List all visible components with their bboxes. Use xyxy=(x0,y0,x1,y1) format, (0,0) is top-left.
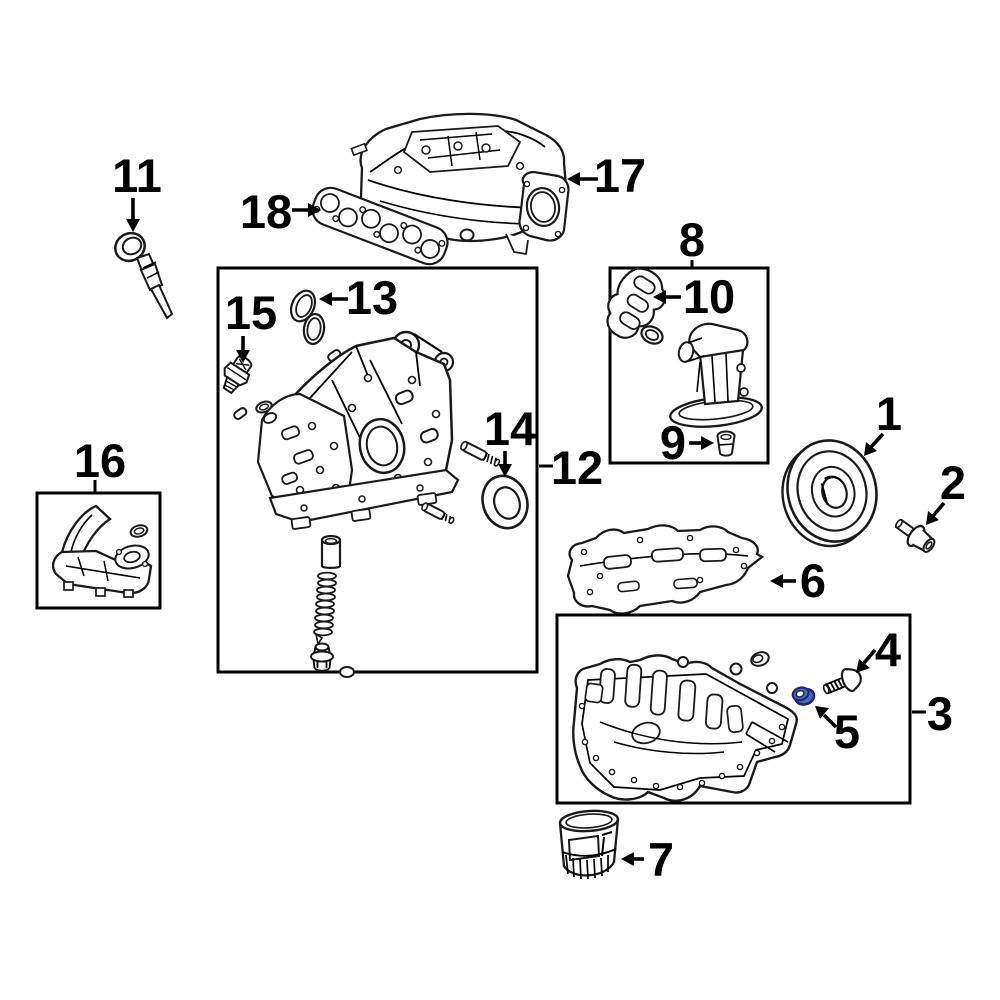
callout-4-arrowhead xyxy=(856,659,870,673)
callout-3-label: 3 xyxy=(927,687,953,740)
callout-15-label: 15 xyxy=(225,286,277,339)
part-6-baffle-plate xyxy=(566,524,765,615)
callout-9-label: 9 xyxy=(660,416,686,469)
callout-18: 18 xyxy=(240,185,321,238)
part-17-intake-manifold xyxy=(350,112,570,256)
part-8-oil-filter-base xyxy=(669,322,763,428)
part-9-drain-plug xyxy=(716,430,736,457)
callout-14-label: 14 xyxy=(484,402,536,455)
callout-5-arrowhead xyxy=(815,706,829,719)
part-12-oil-pump-assembly xyxy=(233,330,460,530)
callout-1-label: 1 xyxy=(876,387,902,440)
callout-5-label: 5 xyxy=(834,705,860,758)
callout-10-label: 10 xyxy=(683,270,735,323)
callout-5: 5 xyxy=(815,705,860,758)
part-stud-upper xyxy=(460,440,501,467)
part-relief-valve-spring xyxy=(313,571,337,647)
callout-1: 1 xyxy=(864,387,902,456)
callout-13-arrowhead xyxy=(319,292,332,306)
callout-11-arrowhead xyxy=(126,219,140,232)
callout-15: 15 xyxy=(225,286,277,363)
group-box-8 xyxy=(608,266,770,465)
callout-8: 8 xyxy=(679,213,705,268)
callout-2: 2 xyxy=(926,456,966,525)
callout-13-label: 13 xyxy=(346,271,398,324)
callout-11-label: 11 xyxy=(112,149,162,202)
part-13-o-ring xyxy=(289,289,326,346)
part-2-pulley-bolt xyxy=(894,518,936,553)
part-3-oil-pan xyxy=(572,654,798,802)
callout-9-arrowhead xyxy=(701,436,714,450)
callout-12-label: 12 xyxy=(551,441,603,494)
part-pan-small-hardware xyxy=(677,651,778,694)
callout-18-arrowhead xyxy=(308,203,321,217)
callout-17-label: 17 xyxy=(594,149,646,202)
callout-4-label: 4 xyxy=(875,623,901,676)
callout-16: 16 xyxy=(74,434,126,492)
callout-7-arrowhead xyxy=(621,852,634,866)
part-10-filter-base-gasket xyxy=(606,267,666,345)
part-18-manifold-gasket xyxy=(311,186,449,266)
callout-4: 4 xyxy=(856,623,901,676)
callout-14: 14 xyxy=(484,402,536,477)
part-stud-lower xyxy=(421,502,455,524)
part-relief-valve-bolt xyxy=(310,642,334,672)
callout-18-label: 18 xyxy=(240,185,292,238)
callout-4-arrow xyxy=(862,648,877,665)
callout-14-arrowhead xyxy=(498,464,512,477)
part-5-drain-plug-gasket-highlighted xyxy=(791,686,816,706)
callout-12: 12 xyxy=(539,441,603,494)
callout-16-label: 16 xyxy=(74,434,126,487)
callout-15-arrowhead xyxy=(236,350,250,363)
callout-6-arrowhead xyxy=(770,574,783,588)
callout-3: 3 xyxy=(912,687,953,740)
callout-9: 9 xyxy=(660,416,714,469)
part-4-drain-bolt xyxy=(822,668,862,695)
callout-10: 10 xyxy=(653,270,735,323)
callout-6: 6 xyxy=(770,554,826,607)
group-box-3 xyxy=(555,613,912,805)
part-1-crankshaft-pulley xyxy=(781,439,878,548)
callout-2-arrow xyxy=(931,501,946,518)
callout-7: 7 xyxy=(621,833,674,886)
callout-17-arrowhead xyxy=(567,172,580,186)
callout-1-arrowhead xyxy=(864,442,877,456)
part-bolt-head-bottom-edge xyxy=(339,666,355,678)
callout-2-label: 2 xyxy=(940,456,966,509)
callout-2-arrowhead xyxy=(926,511,939,525)
callout-1-arrow xyxy=(869,432,885,449)
group-box-16 xyxy=(35,491,162,610)
callout-5-arrow xyxy=(822,713,838,729)
callout-13: 13 xyxy=(319,271,398,324)
part-relief-valve-piston xyxy=(320,534,342,569)
group-box-12 xyxy=(216,266,539,674)
callout-8-label: 8 xyxy=(679,213,705,266)
callout-11: 11 xyxy=(112,149,162,232)
part-14-oil-seal xyxy=(481,474,529,530)
callout-7-label: 7 xyxy=(648,833,674,886)
part-16-oil-strainer xyxy=(52,504,153,598)
callout-6-label: 6 xyxy=(800,554,826,607)
callout-17: 17 xyxy=(567,149,646,202)
callout-10-arrowhead xyxy=(653,290,666,304)
part-15-oil-pressure-switch xyxy=(222,355,273,414)
part-11-dipstick xyxy=(114,231,174,320)
part-7-oil-filter xyxy=(558,809,620,880)
